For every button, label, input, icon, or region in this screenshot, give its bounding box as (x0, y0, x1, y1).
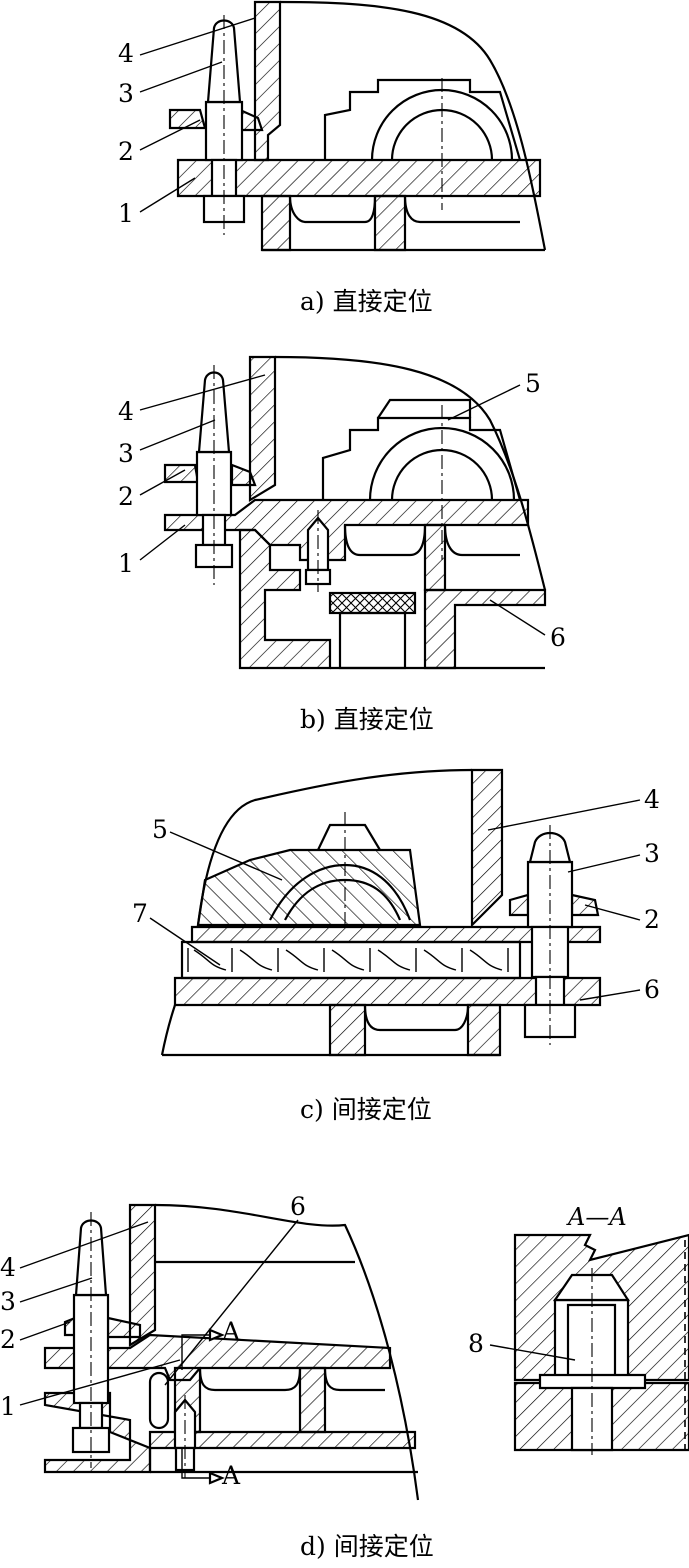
lower-support-b (423, 588, 547, 670)
slide-plate-d (148, 1430, 417, 1450)
panel-d: 4 3 2 1 6 A A A—A A—A 8 d) 间接定位 (0, 1192, 689, 1561)
leader-3-b (139, 419, 216, 451)
die-top-c (317, 823, 381, 851)
label-2-a: 2 (118, 137, 134, 166)
leader-1-b (139, 524, 186, 561)
spring-coils-c (187, 948, 509, 972)
leader-2-b (139, 469, 186, 496)
label-4-a: 4 (118, 39, 134, 68)
leader-3-a (139, 61, 223, 93)
label-5-b: 5 (525, 369, 541, 398)
leader-5-b (447, 384, 521, 421)
base-bottom-c (160, 1004, 500, 1057)
web-outline-d (198, 1367, 385, 1392)
caption-c: c) 间接定位 (300, 1095, 432, 1124)
label-1-a: 1 (118, 199, 134, 228)
label-6-b: 6 (550, 623, 566, 652)
upright-plate-d (128, 1203, 157, 1347)
pin-tip-b (197, 371, 231, 454)
leader-8-d (489, 1344, 576, 1361)
label-1-b: 1 (118, 549, 134, 578)
press-frame-outline-d (154, 1203, 420, 1501)
label-3-b: 3 (118, 439, 134, 468)
base-plate-a (176, 158, 542, 198)
section-mark-top-d: A (221, 1317, 241, 1346)
section-title-top-d: A—A (566, 1203, 627, 1231)
leader-2-a (139, 119, 201, 151)
leader-2-d (19, 1321, 71, 1341)
label-3-d: 3 (0, 1287, 16, 1316)
label-4-b: 4 (118, 397, 134, 426)
leader-3-d (19, 1277, 93, 1303)
label-1-d: 1 (0, 1392, 16, 1421)
leader-1-d (19, 1359, 181, 1406)
leader-4-b (139, 374, 266, 411)
lower-table-b (238, 528, 332, 670)
die-body-c (196, 848, 422, 927)
leader-5-c (169, 831, 283, 881)
press-frame-outline-b (274, 355, 547, 591)
die-block-b (321, 416, 522, 501)
panel-c: 5 7 4 3 2 6 c) 间接定位 (132, 768, 660, 1124)
section-mark-bottom-d: A (221, 1461, 241, 1490)
slide-plate-c (190, 925, 602, 944)
leader-7-c (149, 917, 221, 966)
lower-outline-d (148, 1448, 418, 1474)
label-4-d: 4 (0, 1253, 16, 1282)
upright-plate-c (470, 768, 504, 928)
base-plate-c (173, 976, 602, 1007)
leader-1-a (139, 177, 196, 213)
leader-6-b (489, 599, 546, 636)
label-2-d: 2 (0, 1325, 16, 1354)
label-4-c: 4 (644, 785, 660, 814)
leader-4-d (19, 1221, 149, 1269)
label-3-c: 3 (644, 839, 660, 868)
dowel-pin-d (148, 1371, 170, 1430)
press-frame-outline-a (279, 0, 547, 251)
label-6-c: 6 (644, 975, 660, 1004)
leader-6-c (579, 989, 641, 1001)
caption-a: a) 直接定位 (300, 287, 433, 316)
label-5-c: 5 (152, 815, 168, 844)
label-6-d: 6 (290, 1192, 306, 1221)
pin-tip-c (528, 831, 572, 864)
die-arc-outer-b (368, 426, 516, 501)
caption-d: d) 间接定位 (300, 1532, 434, 1561)
leader-2-c (584, 904, 641, 921)
upright-plate-b (248, 355, 277, 502)
die-block-a (323, 78, 522, 161)
label-2-c: 2 (644, 905, 660, 934)
web-b (423, 523, 447, 592)
label-2-b: 2 (118, 482, 134, 511)
section-cut-bottom-d (181, 1448, 210, 1479)
section-cut-top-d (181, 1334, 210, 1370)
press-frame-outline-c (196, 768, 473, 926)
leader-4-a (139, 17, 256, 56)
panel-a: 4 3 2 1 a) 直接定位 (118, 0, 547, 316)
label-3-a: 3 (118, 79, 134, 108)
web-d (173, 1366, 327, 1434)
pin-tip-a (206, 19, 242, 104)
label-8-d: 8 (468, 1329, 484, 1358)
section-arrow-top-d (208, 1328, 225, 1342)
label-7-c: 7 (132, 899, 148, 928)
block-b (338, 611, 407, 670)
leader-6-d (164, 1219, 299, 1386)
leader-4-c (487, 799, 641, 831)
leader-3-c (567, 854, 641, 873)
caption-b: b) 直接定位 (300, 705, 434, 734)
section-arrow-bottom-d (208, 1471, 225, 1485)
pad-b (328, 591, 417, 615)
upright-plate-a (253, 0, 282, 162)
panel-b: 4 3 2 1 5 6 b) 直接定位 (118, 355, 566, 734)
base-bottom-a (262, 195, 545, 252)
